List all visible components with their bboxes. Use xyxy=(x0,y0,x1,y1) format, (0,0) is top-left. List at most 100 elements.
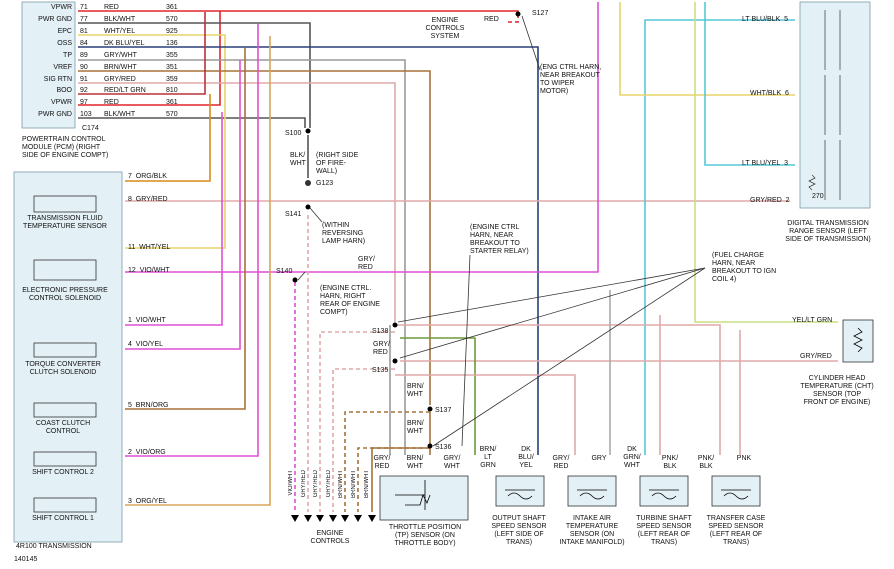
wire-tp xyxy=(78,59,406,455)
dtr-wire-num: 5 xyxy=(784,16,789,23)
pin-circuit: 570 xyxy=(166,111,178,118)
tp-label: THROTTLE POSITION (TP) SENSOR (ON THROTT… xyxy=(388,524,462,547)
wire-trans-1 xyxy=(125,112,223,326)
shift-control-2-label: SHIFT CONTROL 2 xyxy=(32,469,94,476)
wire-trans-12 xyxy=(125,2,599,273)
pcm-pin-circuits: 361 570 925 136 355 351 359 810 361 570 xyxy=(166,4,186,123)
wire-trans-7 xyxy=(125,94,211,182)
label-s137: S137 xyxy=(435,407,452,414)
note-engine-controls: ENGINE CONTROLS xyxy=(310,530,350,545)
label-s136: S136 xyxy=(435,444,452,451)
pcm-connector-box xyxy=(21,1,76,129)
trans-pin-color: VIO/ORG xyxy=(135,449,166,456)
epc-label: ELECTRONIC PRESSURE CONTROL SOLENOID xyxy=(22,287,108,302)
oss-label: OUTPUT SHAFT SPEED SENSOR (LEFT SIDE OF … xyxy=(491,515,547,546)
eng-wire-label: GRY/RED xyxy=(313,470,319,498)
pcm-pin-names: VPWR PWR GND EPC OSS TP VREF SIG RTN BOO… xyxy=(24,4,72,123)
label-g123: G123 xyxy=(316,180,334,187)
trans-pin-num: 8 xyxy=(128,196,132,203)
pin-name: PWR GND xyxy=(38,111,72,118)
pin-color: BLK/WHT xyxy=(104,111,136,118)
pin-num: 97 xyxy=(80,99,88,106)
note-gry-red: GRY/ RED xyxy=(358,256,375,271)
splice-s135 xyxy=(392,358,398,364)
trans-pin-color: VIO/YEL xyxy=(135,341,164,348)
wire-pwrgnd-77 xyxy=(78,22,311,128)
note-reversing: (WITHIN REVERSING LAMP HARN) xyxy=(322,222,366,245)
pin-circuit: 361 xyxy=(166,4,178,11)
iat-wire: GRY xyxy=(591,455,607,462)
wire-eng-gryred3 xyxy=(332,368,395,512)
label-s141: S141 xyxy=(285,211,302,218)
tcss-wire: PNK/ BLK xyxy=(697,455,715,470)
dtr-wire-num: 2 xyxy=(785,197,790,204)
trans-pin-num: 1 xyxy=(128,317,132,324)
pin-color: GRY/WHT xyxy=(104,52,137,59)
pin-circuit: 810 xyxy=(166,87,178,94)
iat-wire: GRY/ RED xyxy=(552,455,570,470)
note-starter: (ENGINE CTRL HARN, NEAR BREAKOUT TO STAR… xyxy=(470,224,529,255)
pin-color: GRY/RED xyxy=(104,76,136,83)
trans-fluid-temp-label: TRANSMISSION FLUID TEMPERATURE SENSOR xyxy=(23,215,107,230)
pin-circuit: 359 xyxy=(166,76,178,83)
oss-wire: DK BLU/ YEL xyxy=(518,446,534,469)
wire-red-ecs xyxy=(505,14,519,23)
label-s140: S140 xyxy=(276,268,293,275)
wire-pwrgnd-103 xyxy=(78,117,306,128)
tp-wire: GRY/ RED xyxy=(373,455,391,470)
dtr-switches xyxy=(808,10,841,200)
tcss-wire: PNK xyxy=(736,455,752,462)
cht-title: CYLINDER HEAD TEMPERATURE (CHT) SENSOR (… xyxy=(800,375,874,406)
pin-num: 81 xyxy=(80,28,88,35)
callout-lines xyxy=(297,15,706,447)
pin-circuit: 570 xyxy=(166,16,178,23)
pin-circuit: 351 xyxy=(166,64,178,71)
trans-pin-num: 7 xyxy=(128,173,132,180)
wire-oss xyxy=(78,46,539,455)
note-fuel-charge: (FUEL CHARGE HARN, NEAR BREAKOUT TO IGN … xyxy=(712,252,777,283)
tss-label: TURBINE SHAFT SPEED SENSOR (LEFT REAR OF… xyxy=(636,515,692,546)
oss-wire: BRN/ LT GRN xyxy=(479,446,497,469)
dtr-wire-num: 3 xyxy=(784,160,789,167)
splice-s137 xyxy=(427,406,433,412)
dtr-wire-num: 6 xyxy=(785,90,789,97)
pcm-pin-nums: 71 77 81 84 89 90 91 92 97 103 xyxy=(80,4,102,123)
pin-color: BRN/WHT xyxy=(104,64,137,71)
diagram-id: 140145 xyxy=(14,556,38,563)
trans-pin-num: 5 xyxy=(128,402,132,409)
pin-color: BLK/WHT xyxy=(104,16,136,23)
coast-clutch-label: COAST CLUTCH CONTROL xyxy=(35,420,91,435)
dtr-wire-color: LT BLU/YEL xyxy=(742,160,781,167)
wire-dtr-5 xyxy=(644,19,795,455)
pin-num: 91 xyxy=(80,76,88,83)
trans-pin-color: WHT/YEL xyxy=(139,244,171,251)
tss-wire: PNK/ BLK xyxy=(661,455,679,470)
cht-wire-yel: YEL/LT GRN xyxy=(792,317,833,324)
pin-num: 103 xyxy=(80,111,92,118)
splice-s127 xyxy=(515,11,521,17)
pin-num: 90 xyxy=(80,64,88,71)
trans-pin-color: BRN/ORG xyxy=(135,402,169,409)
cht-wire-gry: GRY/RED xyxy=(800,353,832,360)
splice-s100 xyxy=(305,128,311,134)
wire-trans-4 xyxy=(125,60,241,350)
pin-num: 71 xyxy=(80,4,88,11)
pin-circuit: 355 xyxy=(166,52,178,59)
ground-g123 xyxy=(305,180,311,186)
sensor-symbols xyxy=(395,327,863,510)
trans-components xyxy=(33,195,97,513)
note-brn-wht-2: BRN/ WHT xyxy=(407,420,424,435)
splice-s141 xyxy=(305,204,311,210)
eng-wire-label: GRY/RED xyxy=(326,470,332,498)
tcss-label: TRANSFER CASE SPEED SENSOR (LEFT REAR OF… xyxy=(706,515,766,546)
pin-num: 92 xyxy=(80,87,88,94)
note-red: RED xyxy=(484,16,499,23)
wire-dtr-3 xyxy=(704,2,795,166)
trans-pin-color: VIO/WHT xyxy=(135,317,166,324)
pcm-connector-id: C174 xyxy=(82,125,99,132)
pin-circuit: 361 xyxy=(166,99,178,106)
label-s100: S100 xyxy=(285,130,302,137)
trans-pin-color: ORG/YEL xyxy=(135,498,167,505)
